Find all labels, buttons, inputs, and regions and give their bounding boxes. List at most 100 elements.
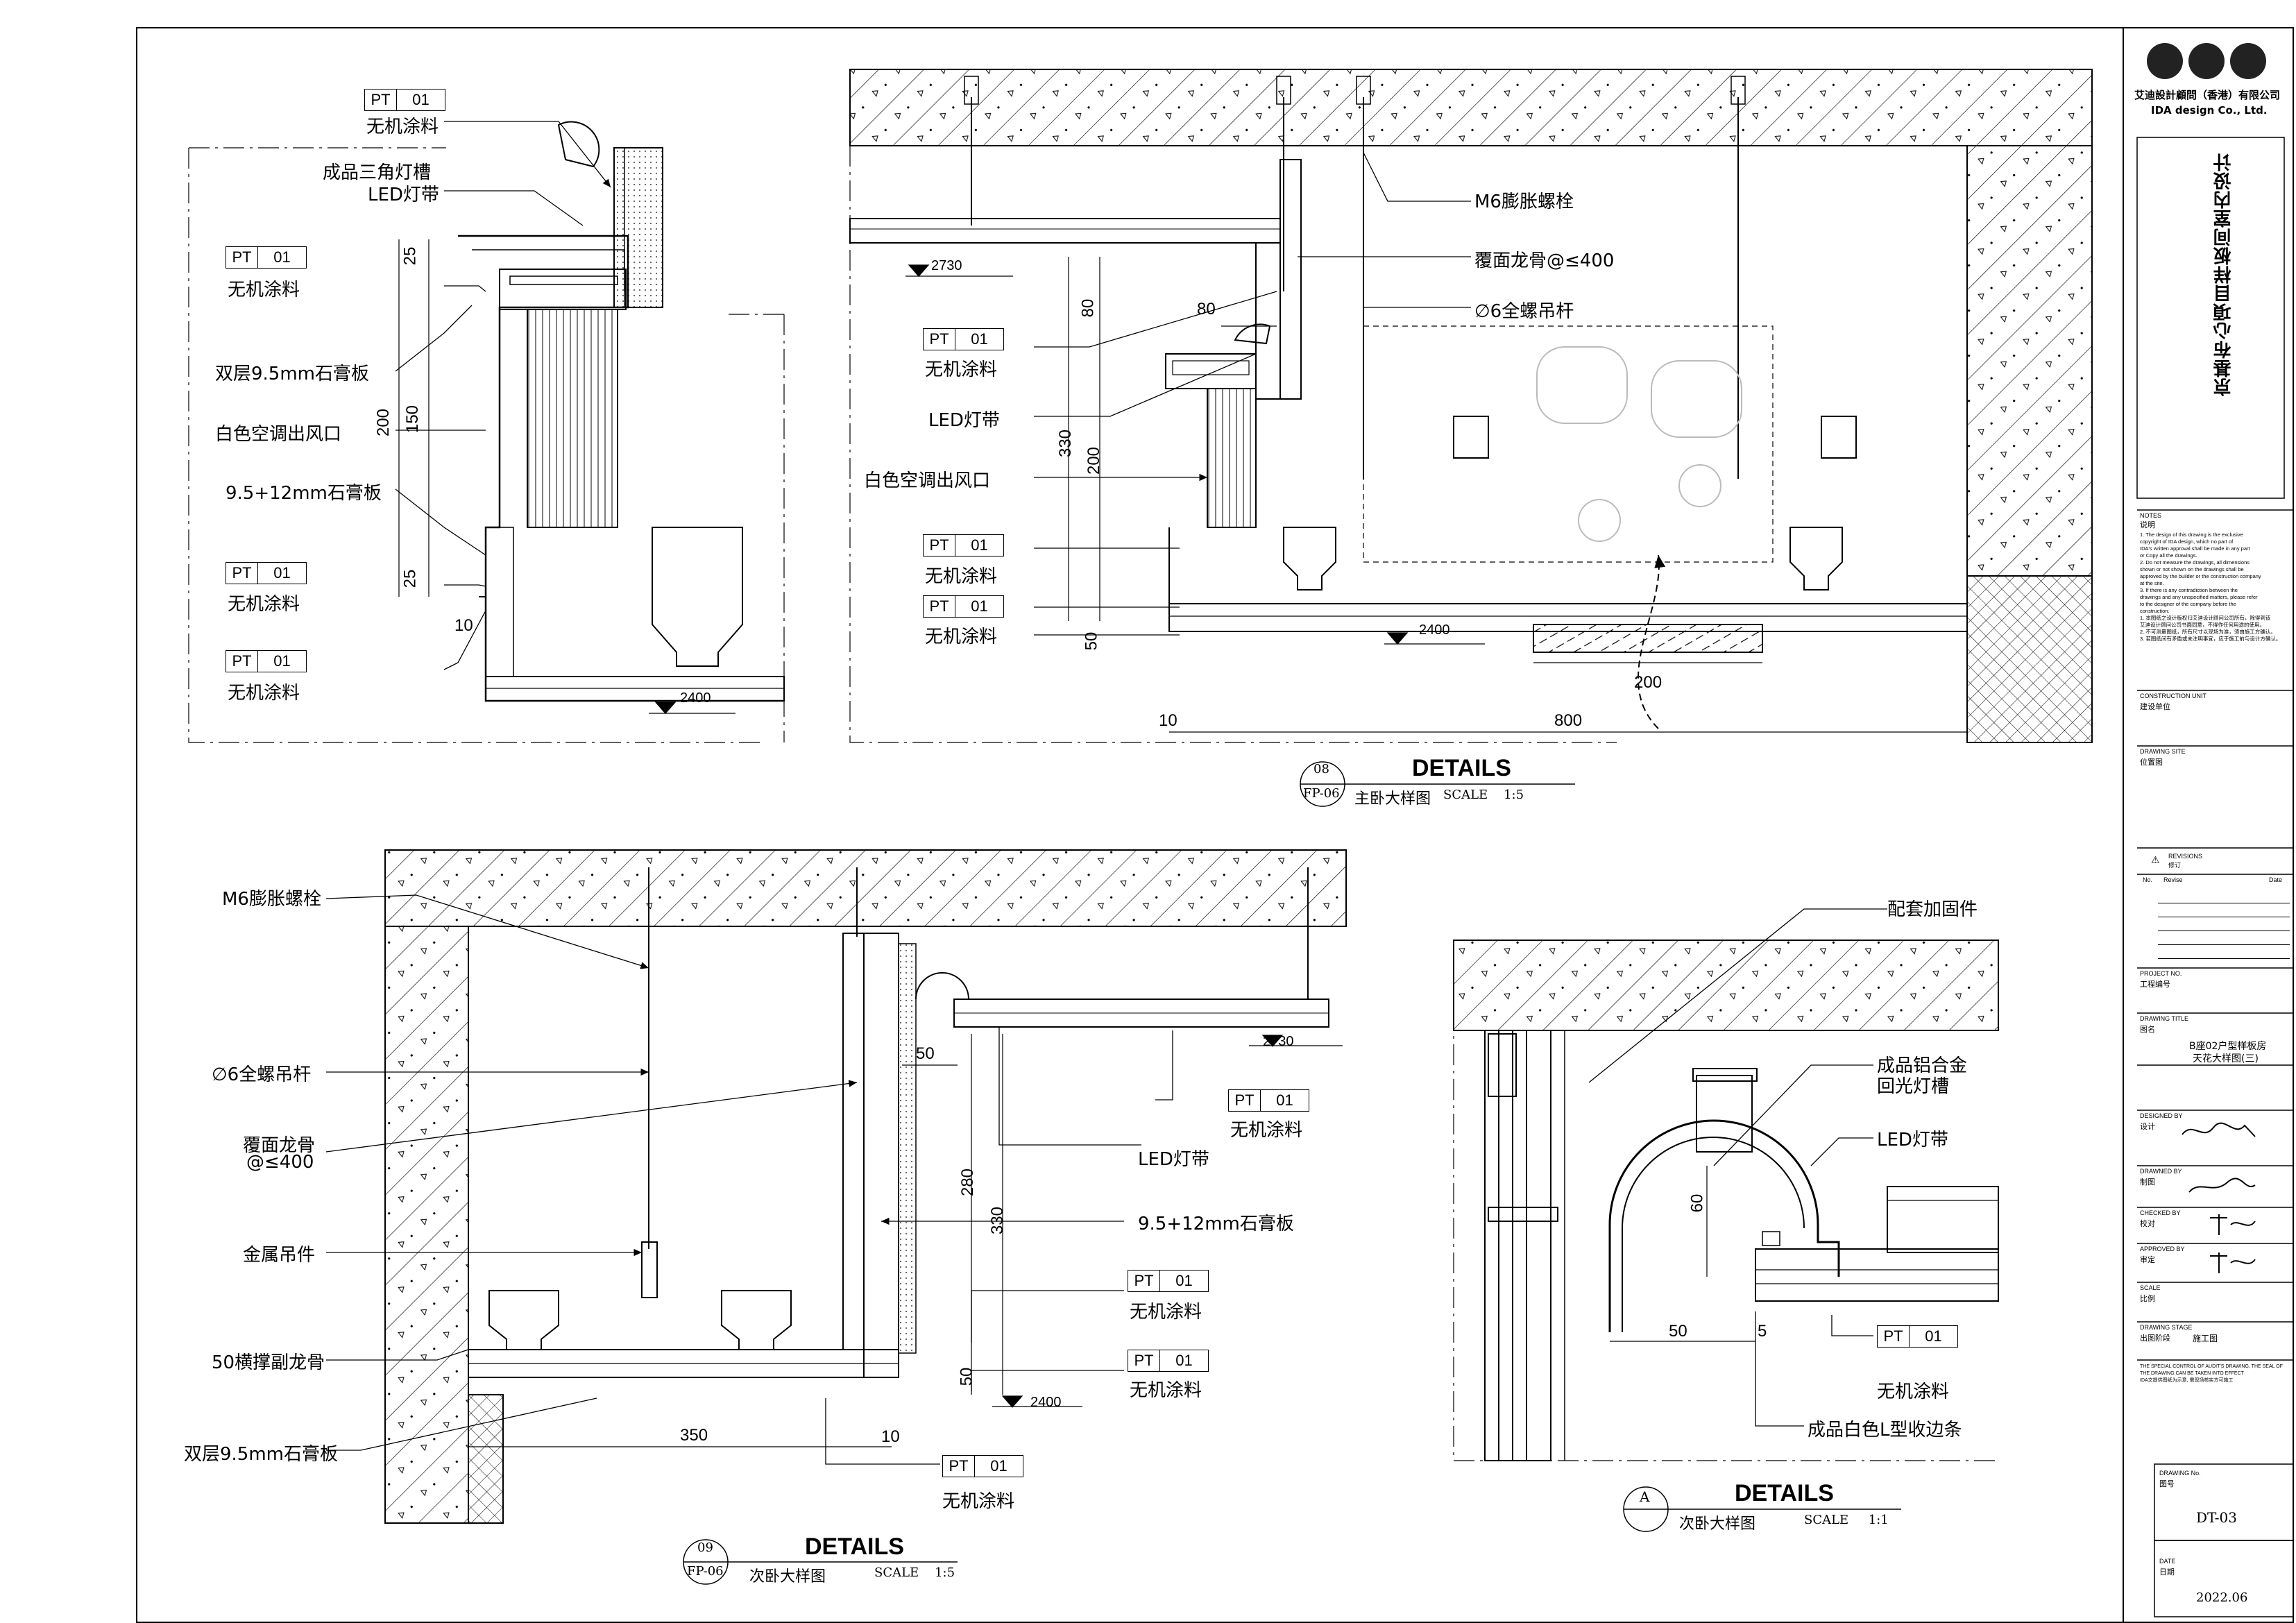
detail-a-leaders [1588, 908, 1887, 1427]
dim-80-horizontal: 80 [1197, 300, 1216, 318]
gypsum-912-label: 9.5+12mm石膏板 [226, 483, 382, 504]
dim-10: 10 [881, 1427, 900, 1446]
pt-code: PT [1878, 1326, 1910, 1347]
drawing-no-en: DRAWING No. [2159, 1470, 2201, 1477]
drawing-no-value: DT-03 [2196, 1509, 2238, 1526]
detail-09-dims [468, 1034, 1343, 1447]
inorganic-paint-label: 无机涂料 [1877, 1382, 1950, 1402]
pt-code: PT [924, 535, 955, 556]
dim-200: 200 [1085, 446, 1104, 475]
callout-ref: FP-06 [1303, 786, 1340, 801]
pt-tag: PT 01 [1128, 1270, 1209, 1292]
pt-tag: PT 01 [226, 246, 307, 269]
revisions-col-no: No. [2143, 876, 2153, 883]
ac-outlet-label: 白色空调出风口 [864, 470, 991, 491]
drawing-title-value-2: 天花大样图(三) [2193, 1053, 2259, 1064]
pt-number: 01 [990, 1457, 1007, 1475]
callout-ref: FP-06 [687, 1564, 724, 1579]
checker-signature [2210, 1214, 2256, 1235]
disclaimer-line: IDA文提供图纸为示意, 需现场核实方可施工 [2140, 1378, 2234, 1383]
notes-cn: 说明 [2140, 520, 2155, 529]
pt-number: 01 [273, 564, 291, 581]
m6-bolt-label: M6膨胀螺栓 [222, 889, 321, 910]
disclaimer-line: THE SPECIAL CONTROL OF AUDIT'S DRAWING, … [2140, 1364, 2283, 1369]
approved-by-cn: 审定 [2140, 1255, 2155, 1264]
dim-60: 60 [1687, 1193, 1707, 1213]
detail-name: 次卧大样图 [1679, 1515, 1756, 1533]
drawing-title-en: DRAWING TITLE [2140, 1015, 2189, 1022]
pt-tag: PT 01 [923, 595, 1004, 618]
date-value: 2022.06 [2196, 1590, 2248, 1605]
led-strip-label: LED灯带 [1138, 1149, 1209, 1170]
pt-code: PT [1128, 1271, 1160, 1291]
details-heading: DETAILS [1412, 755, 1511, 781]
construction-unit-cn: 建设单位 [2140, 702, 2170, 711]
scale-cn: 比例 [2140, 1294, 2155, 1303]
detail-name: 次卧大样图 [749, 1568, 826, 1586]
dim-5: 5 [1758, 1322, 1767, 1341]
dim-150: 150 [403, 405, 423, 434]
keel-label: 覆面龙骨 [243, 1135, 316, 1156]
pt-code: PT [1128, 1350, 1160, 1371]
pt-code: PT [365, 90, 397, 110]
sheet-border [136, 27, 2294, 1623]
dim-50: 50 [1082, 631, 1101, 651]
inorganic-paint-label: 无机涂料 [1230, 1120, 1303, 1141]
dim-10: 10 [1159, 711, 1177, 730]
double-gypsum-label: 双层9.5mm石膏板 [215, 364, 370, 384]
detail-08-right-leaders [1034, 152, 1471, 636]
detail-08-right [849, 69, 2093, 743]
dim-330: 330 [988, 1206, 1007, 1235]
pt-number: 01 [971, 330, 988, 348]
project-no-en: PROJECT NO. [2140, 970, 2182, 977]
gypsum-912-label: 9.5+12mm石膏板 [1138, 1214, 1294, 1234]
project-title: 京基布心項目样板间室内设计 [2213, 153, 2234, 396]
notes-line: at the site. [2140, 580, 2164, 586]
notes-line: approved by the builder or the construct… [2140, 573, 2261, 579]
notes-line: copyright of IDA design, which no part o… [2140, 538, 2234, 545]
pt-code: PT [226, 247, 258, 268]
drawing-title-value-1: B座02户型样板房 [2189, 1041, 2267, 1052]
dim-10: 10 [454, 616, 473, 635]
notes-line: drawings and any unspecified matters, pl… [2140, 594, 2258, 600]
dim-800: 800 [1554, 711, 1583, 730]
dim-50: 50 [916, 1044, 935, 1063]
pt-tag: PT 01 [364, 89, 445, 111]
company-logo [2147, 43, 2272, 81]
led-strip-label: LED灯带 [1877, 1130, 1948, 1150]
pt-number: 01 [971, 597, 988, 615]
notes-line: construction. [2140, 608, 2170, 614]
detail-scale: SCALE 1:5 [1443, 788, 1524, 802]
logo-circle [2147, 43, 2183, 79]
notes-line: IDA's written approval shall be made in … [2140, 545, 2250, 552]
inorganic-paint-label: 无机涂料 [228, 683, 300, 704]
callout-number: 08 [1313, 762, 1329, 776]
dim-25b: 25 [400, 569, 420, 588]
title-block-lines [2136, 137, 2294, 1617]
notes-line: 2. Do not measure the drawings, all dime… [2140, 559, 2250, 566]
drawing-site-en: DRAWING SITE [2140, 748, 2186, 755]
callout-number: A [1640, 1488, 1650, 1505]
double-gypsum-label: 双层9.5mm石膏板 [184, 1444, 339, 1465]
pt-number: 01 [971, 536, 988, 554]
dim-200-horizontal: 200 [1634, 673, 1663, 692]
pt-code: PT [1229, 1090, 1261, 1111]
led-slot-label: 成品三角灯槽 [323, 162, 432, 183]
led-strip-label: LED灯带 [928, 410, 1000, 431]
drawn-by-en: DRAWNED BY [2140, 1168, 2182, 1175]
company-name-en: IDA design Co., Ltd. [2151, 104, 2268, 117]
pt-code: PT [924, 596, 955, 617]
logo-circle [2188, 43, 2225, 79]
notes-line: 2. 不可测量图纸，所有尺寸以现场为准，须由施工方确认。 [2140, 629, 2276, 635]
revisions-col-date: Date [2269, 876, 2283, 883]
pt-number: 01 [1276, 1091, 1293, 1109]
dim-280: 280 [958, 1168, 978, 1197]
revisions-en: REVISIONS [2168, 853, 2203, 860]
notes-line: shown or not shown on the drawings shall… [2140, 566, 2244, 572]
pt-code: PT [924, 329, 955, 350]
inorganic-paint-label: 无机涂料 [1130, 1302, 1202, 1323]
level-2730: 2730 [1263, 1034, 1294, 1049]
notes-body: 1. The design of this drawing is the exc… [2140, 532, 2289, 643]
designed-by-cn: 设计 [2140, 1122, 2155, 1131]
notes-line: 艾迪设计顾问公司书面同意，不得作任何用途的使用。 [2140, 622, 2265, 628]
